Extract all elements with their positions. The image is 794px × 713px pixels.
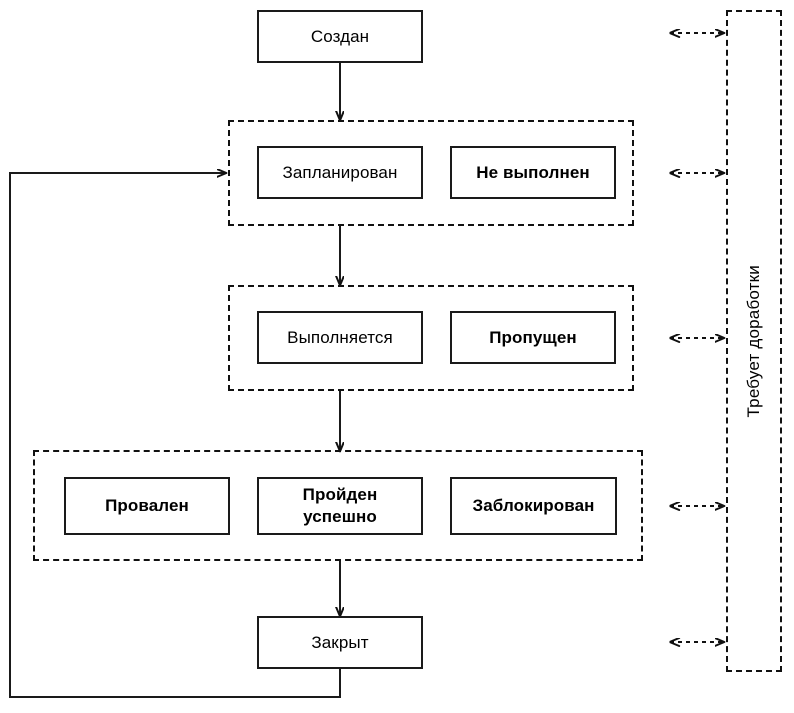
node-failed-label: Провален <box>105 496 189 515</box>
node-failed[interactable]: Провален <box>64 477 230 535</box>
group-running <box>228 285 634 391</box>
node-planned-label: Запланирован <box>282 162 398 182</box>
node-skipped[interactable]: Пропущен <box>450 311 616 364</box>
group-result <box>33 450 643 561</box>
node-running-label: Выполняется <box>287 327 393 347</box>
node-created[interactable]: Создан <box>257 10 423 63</box>
node-not-done[interactable]: Не выполнен <box>450 146 616 199</box>
group-planned <box>228 120 634 226</box>
node-closed-label: Закрыт <box>311 632 369 652</box>
node-passed-label: Пройден успешно <box>302 485 378 526</box>
node-running[interactable]: Выполняется <box>257 311 423 364</box>
node-not-done-label: Не выполнен <box>476 162 590 182</box>
node-planned[interactable]: Запланирован <box>257 146 423 199</box>
rework-lane[interactable]: Требует доработки <box>726 10 782 672</box>
rework-lane-label: Требует доработки <box>744 264 763 418</box>
node-passed[interactable]: Пройден успешно <box>257 477 423 535</box>
node-skipped-label: Пропущен <box>489 327 577 347</box>
node-created-label: Создан <box>310 26 370 46</box>
node-closed[interactable]: Закрыт <box>257 616 423 669</box>
node-blocked-label: Заблокирован <box>472 496 595 515</box>
node-blocked[interactable]: Заблокирован <box>450 477 617 535</box>
